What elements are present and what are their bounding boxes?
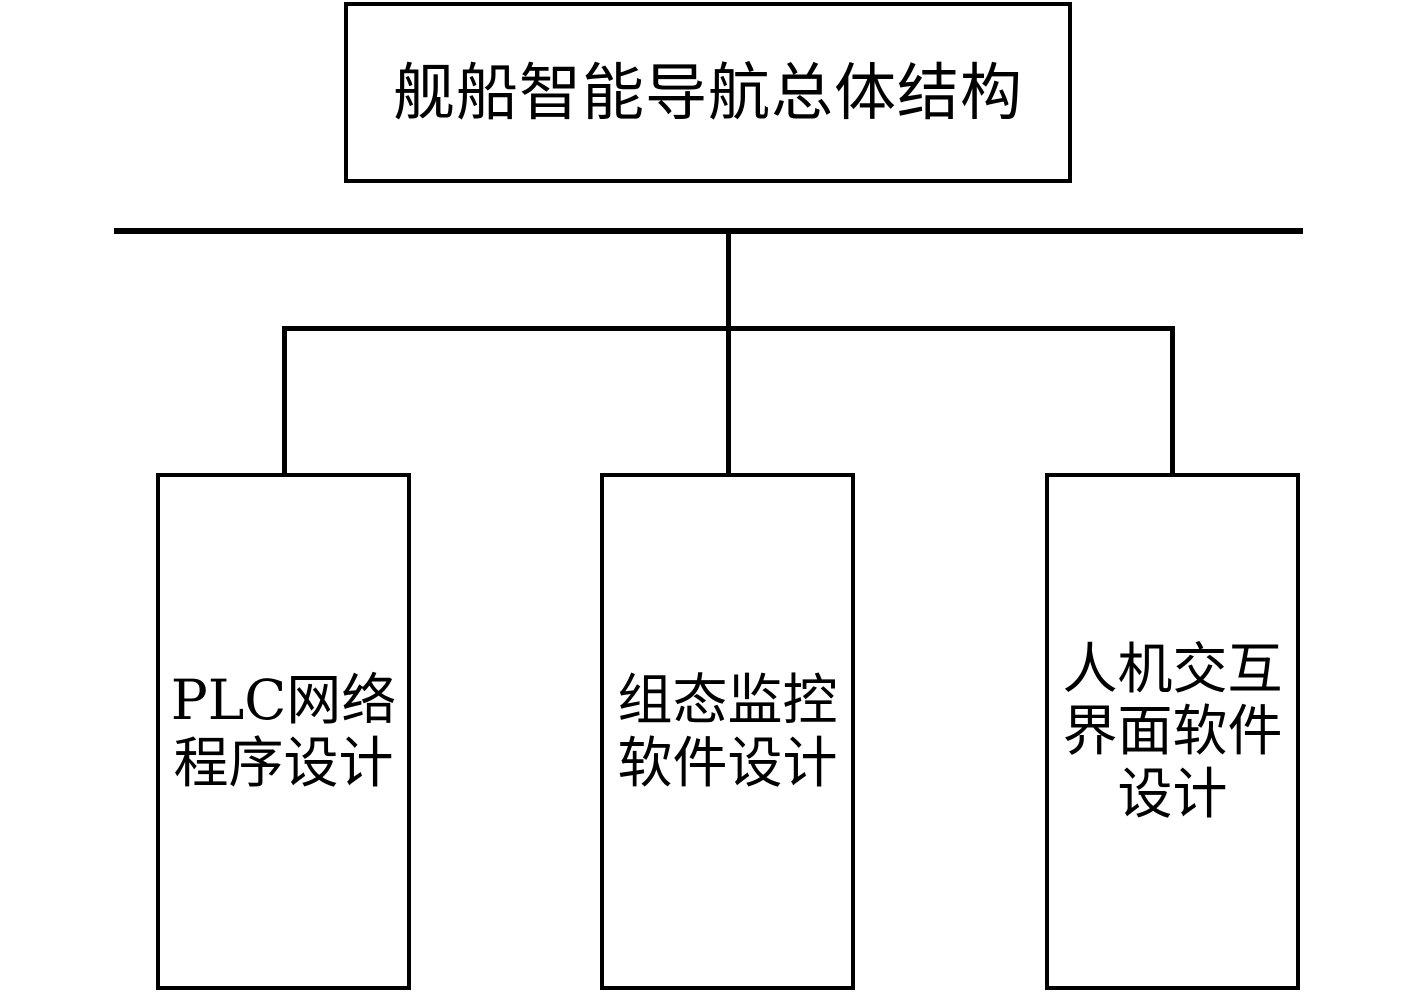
drop-line-1 [282,326,287,475]
node-plc-network-program-design-label: PLC网络 程序设计 [170,668,397,795]
drop-line-3 [1170,326,1175,475]
node-hmi-interface-software-design-label: 人机交互 界面软件 设计 [1062,637,1283,826]
node-root-title[interactable]: 舰船智能导航总体结构 [344,2,1072,183]
top-bus-line [114,228,1303,234]
node-root-title-label: 舰船智能导航总体结构 [392,55,1023,129]
node-configuration-monitoring-software-design-label: 组态监控 软件设计 [617,668,838,795]
root-stem-line [726,230,731,330]
node-hmi-interface-software-design[interactable]: 人机交互 界面软件 设计 [1045,473,1300,990]
node-configuration-monitoring-software-design[interactable]: 组态监控 软件设计 [600,473,855,990]
node-plc-network-program-design[interactable]: PLC网络 程序设计 [156,473,411,990]
drop-line-2 [726,326,731,475]
